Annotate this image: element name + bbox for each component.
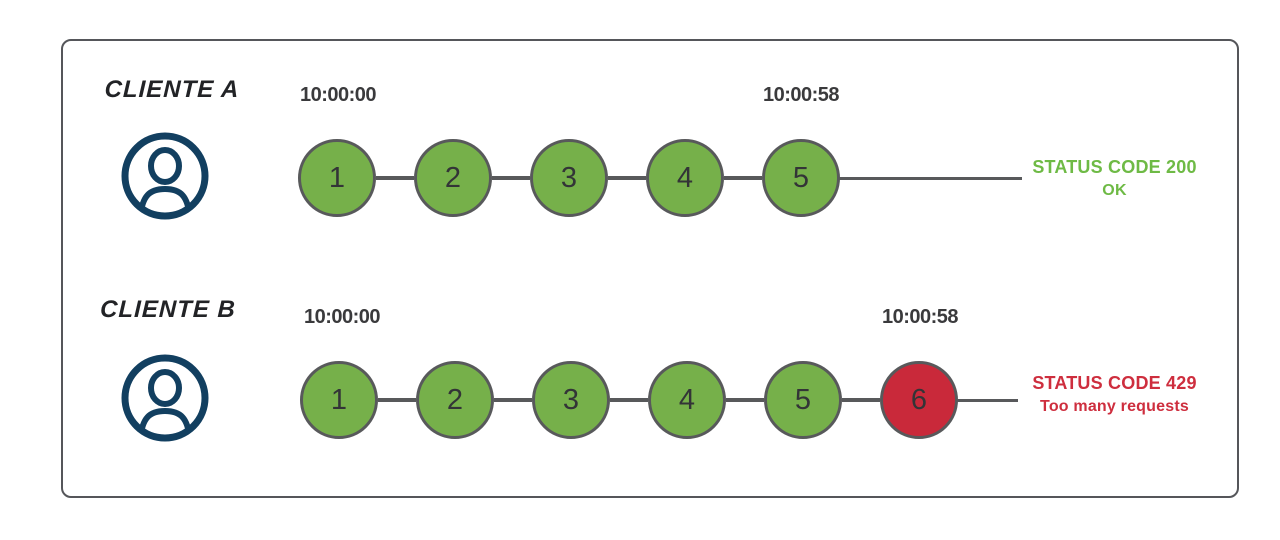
user-icon: [121, 132, 209, 220]
user-icon: [121, 354, 209, 442]
connector-line: [494, 398, 532, 402]
client-b-label: CLIENTE B: [99, 296, 237, 323]
start-time-label: 10:00:00: [299, 84, 377, 106]
connector-line: [726, 398, 764, 402]
timeline-client-a: 1 2 3 4 5: [298, 139, 840, 217]
request-circle: 4: [646, 139, 724, 217]
connector-line: [610, 398, 648, 402]
status-message-text: Too many requests: [1040, 398, 1189, 415]
request-circle: 2: [414, 139, 492, 217]
end-time-label: 10:00:58: [762, 84, 840, 106]
end-time-label: 10:00:58: [881, 306, 959, 328]
diagram-frame: [61, 39, 1239, 498]
request-circle: 3: [532, 361, 610, 439]
connector-line: [378, 398, 416, 402]
status-message-text: OK: [1102, 182, 1127, 199]
request-circle: 1: [300, 361, 378, 439]
status-code-text: STATUS CODE 200: [1032, 157, 1197, 177]
connector-line: [608, 176, 646, 180]
trailing-line: [956, 398, 1018, 402]
request-circle: 1: [298, 139, 376, 217]
request-circle-rejected: 6: [880, 361, 958, 439]
status-label-a: STATUS CODE 200 OK: [1022, 156, 1207, 203]
connector-line: [842, 398, 880, 402]
connector-line: [376, 176, 414, 180]
connector-line: [724, 176, 762, 180]
timeline-client-b: 1 2 3 4 5 6: [300, 361, 958, 439]
request-circle: 5: [762, 139, 840, 217]
status-code-text: STATUS CODE 429: [1032, 373, 1197, 393]
trailing-line: [838, 176, 1022, 180]
start-time-label: 10:00:00: [303, 306, 381, 328]
status-label-b: STATUS CODE 429 Too many requests: [1022, 372, 1207, 419]
request-circle: 4: [648, 361, 726, 439]
request-circle: 5: [764, 361, 842, 439]
client-a-label: CLIENTE A: [104, 76, 240, 103]
request-circle: 2: [416, 361, 494, 439]
request-circle: 3: [530, 139, 608, 217]
connector-line: [492, 176, 530, 180]
